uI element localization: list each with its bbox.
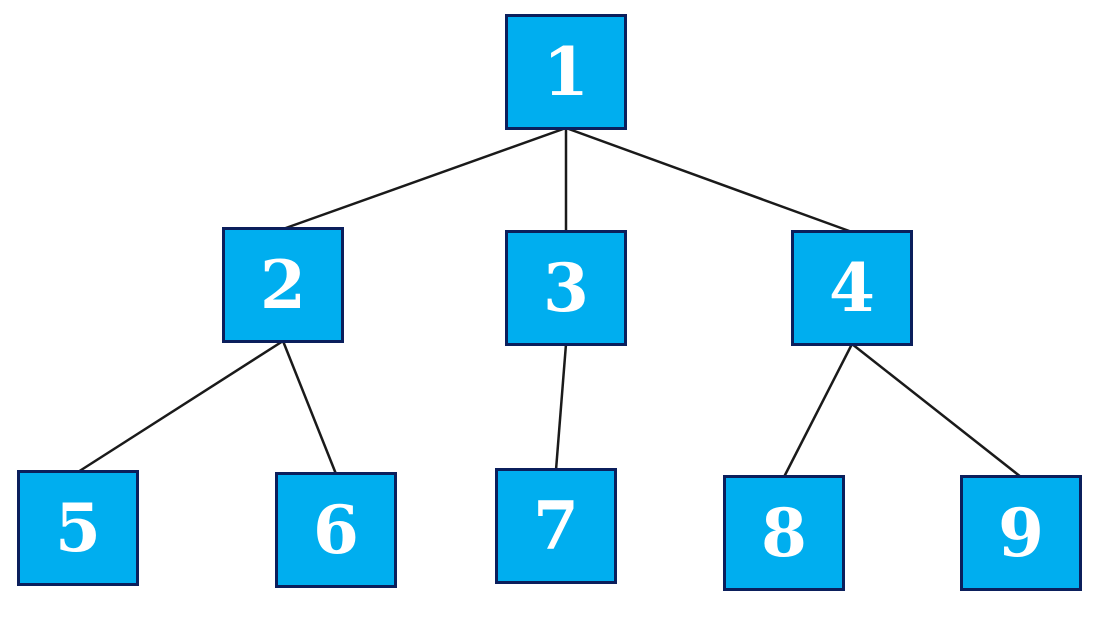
tree-node-6: 6 xyxy=(275,472,397,588)
tree-node-2: 2 xyxy=(222,227,344,343)
tree-node-3: 3 xyxy=(505,230,627,346)
tree-node-1: 1 xyxy=(505,14,627,130)
tree-node-7: 7 xyxy=(495,468,617,584)
edge-1-2 xyxy=(282,126,567,231)
tree-node-4: 4 xyxy=(791,230,913,346)
edge-1-4 xyxy=(565,126,853,234)
edge-2-5 xyxy=(77,339,284,474)
tree-node-8: 8 xyxy=(723,475,845,591)
edge-4-8 xyxy=(782,343,854,478)
edge-3-7 xyxy=(554,343,568,471)
edge-2-6 xyxy=(281,340,338,475)
tree-node-9: 9 xyxy=(960,475,1082,591)
edge-4-9 xyxy=(851,343,1022,478)
tree-node-5: 5 xyxy=(17,470,139,586)
